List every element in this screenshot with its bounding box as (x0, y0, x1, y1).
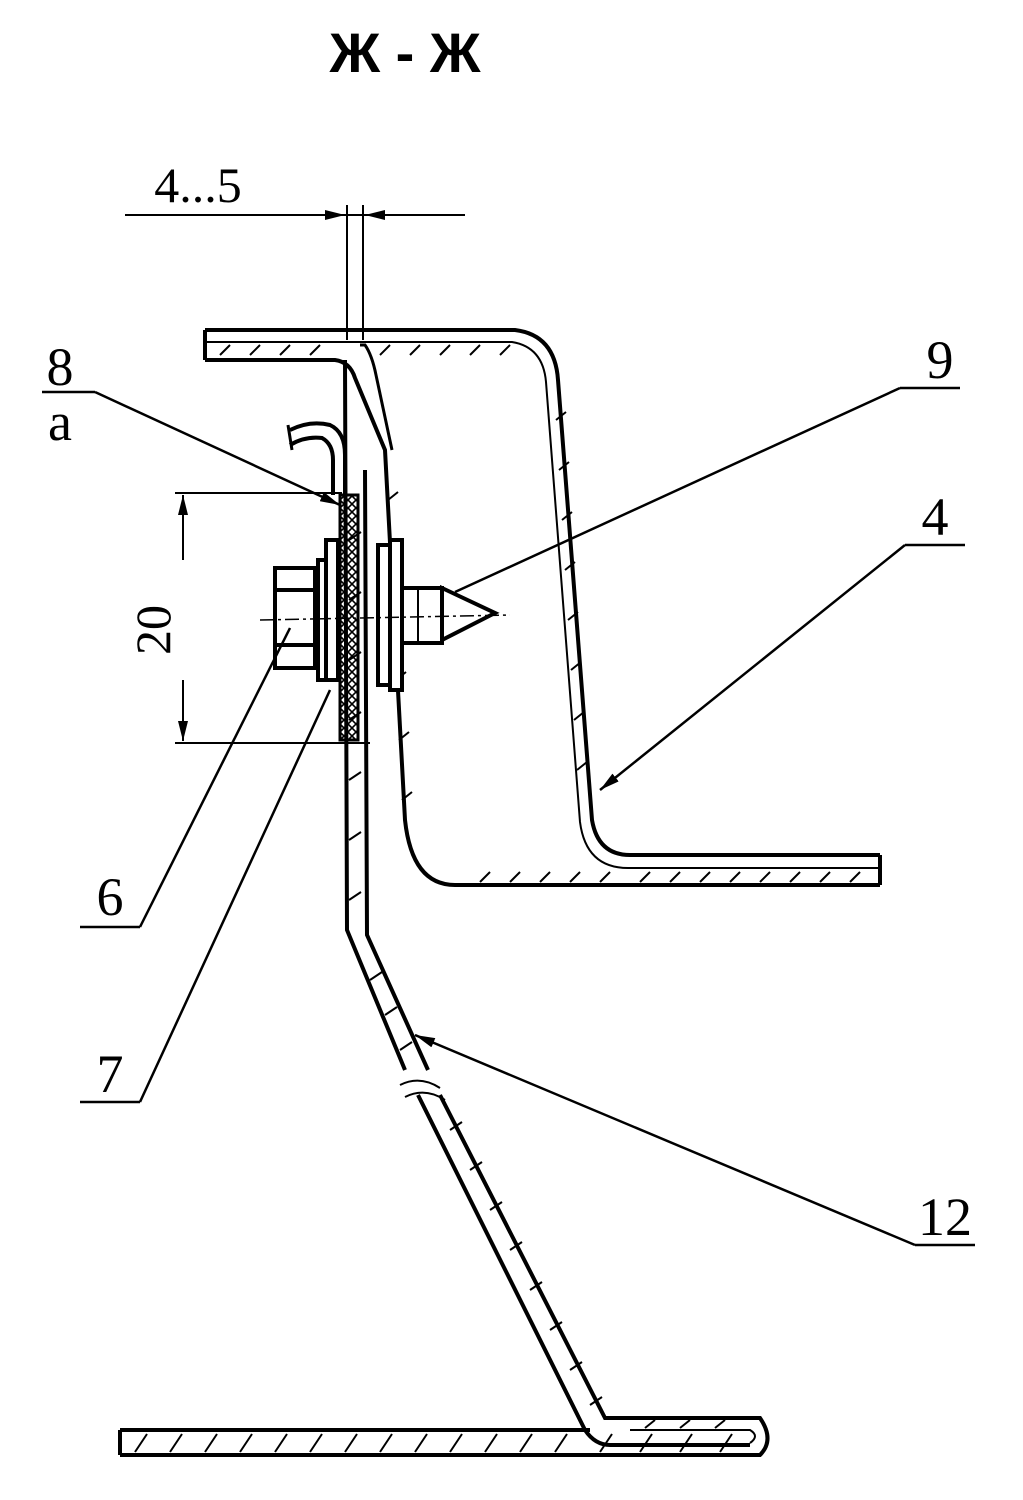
bottom-plate (118, 1416, 770, 1457)
callout-7: 7 (97, 1044, 124, 1104)
dimension-height-label: 20 (125, 605, 181, 655)
callout-8: 8 (47, 337, 74, 397)
callout-4: 4 (922, 487, 949, 547)
upper-channel (203, 328, 882, 887)
hook-lip (289, 421, 347, 495)
screw-tip-9 (440, 584, 500, 644)
section-title: Ж - Ж (329, 21, 481, 84)
bracket-12 (343, 359, 750, 1447)
bolt-axis (259, 614, 511, 621)
dimension-gap-label: 4...5 (154, 157, 242, 213)
screw-shank-9 (400, 586, 444, 645)
leader-lines (42, 386, 975, 1247)
nut-6 (273, 566, 317, 670)
callout-9: 9 (927, 330, 954, 390)
bottom-plate-hatch (134, 1419, 733, 1453)
callout-6: 6 (97, 867, 124, 927)
callout-12: 12 (918, 1187, 972, 1247)
bolt-assembly (273, 538, 500, 692)
dimension-gap (125, 205, 465, 340)
callout-8-sub: a (48, 392, 72, 452)
